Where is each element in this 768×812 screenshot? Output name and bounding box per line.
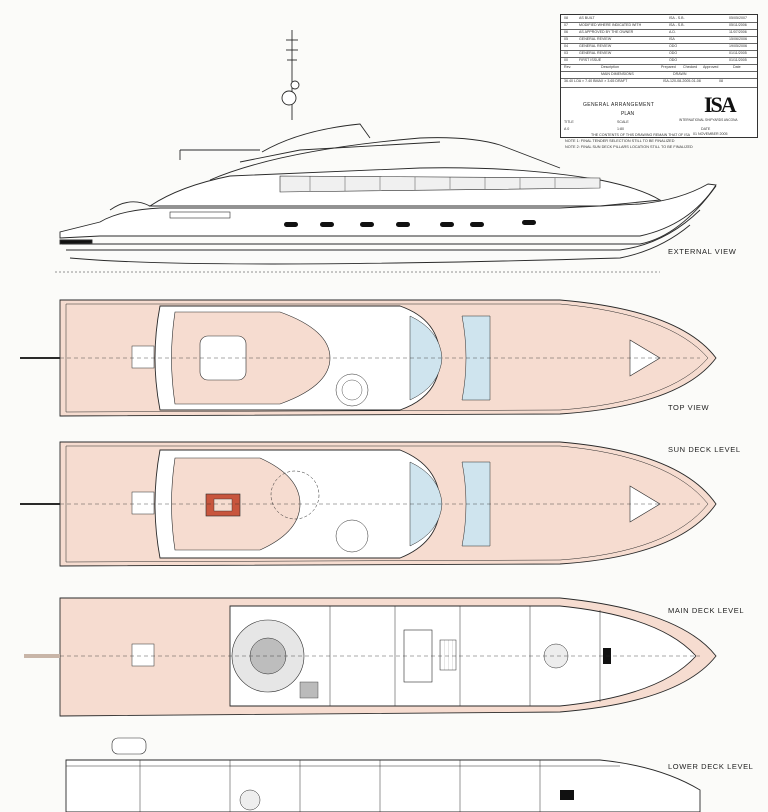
dimensions-label-row: MAIN DIMENSIONS DRAWN xyxy=(561,71,757,79)
revision-header-row: Rev. Description Prepared Checked Approv… xyxy=(561,64,757,72)
revision-row: 03 GENERAL REVIEW ODO 01/11/2005 xyxy=(561,50,757,58)
label-top-view: TOP VIEW xyxy=(668,403,710,412)
note-1: NOTE 1: FINAL TENDER SELECTION STILL TO … xyxy=(565,139,675,143)
date-label: DATE xyxy=(701,127,711,131)
dimensions-row: 36.40 LOA × 7.40 BMAX × 3.65 DRAFT ISA-1… xyxy=(561,78,757,88)
rights-notice: THE CONTENTS OF THIS DRAWING REMAIN THAT… xyxy=(591,133,691,137)
label-sun-deck-level: SUN DECK LEVEL xyxy=(668,445,741,454)
external-view-profile xyxy=(55,30,717,273)
sun-deck-plan xyxy=(20,441,717,567)
drawing-subtitle: PLAN xyxy=(621,111,635,117)
lower-deck-plan xyxy=(65,737,701,812)
revision-row: 04 GENERAL REVIEW ODO 19/05/2006 xyxy=(561,43,757,51)
scale-label: SCALE xyxy=(617,120,629,124)
label-external-view: EXTERNAL VIEW xyxy=(668,247,737,256)
note-2: NOTE 2: FINAL SUN DECK PILLARS LOCATION … xyxy=(565,144,693,149)
revision-row: 05 GENERAL REVIEW ISA 15/06/2006 xyxy=(561,36,757,44)
scale-value: 1:80 xyxy=(617,127,624,131)
company-name: INTERNATIONAL SHIPYARDS ANCONA xyxy=(679,118,738,122)
revision-row: 07 MODIFIED WHERE INDICATED WITH ISA - S… xyxy=(561,22,757,30)
top-view-plan xyxy=(20,299,717,417)
date-value: 01 NOVEMBER 2005 xyxy=(693,132,728,136)
label-main-deck-level: MAIN DECK LEVEL xyxy=(668,606,745,615)
main-deck-plan xyxy=(24,597,717,717)
company-logo: ISA xyxy=(704,92,737,117)
drawing-title: GENERAL ARRANGEMENT xyxy=(583,102,655,108)
revision-row: 06 AS APPROVED BY THE OWNER A.D. 11/07/2… xyxy=(561,29,757,37)
revision-row: 08 AS BUILT ISA - S.B. 05/05/2007 xyxy=(561,15,757,23)
format-value: A 0 xyxy=(564,127,570,131)
label-lower-deck-level: LOWER DECK LEVEL xyxy=(668,762,754,771)
drawing-notes: NOTE 1: FINAL TENDER SELECTION STILL TO … xyxy=(565,139,693,150)
revision-row: 00 FIRST ISSUE ODO 01/11/2005 xyxy=(561,57,757,65)
title-label: TITLE xyxy=(564,120,574,124)
title-block: 08 AS BUILT ISA - S.B. 05/05/2007 07 MOD… xyxy=(560,14,758,138)
